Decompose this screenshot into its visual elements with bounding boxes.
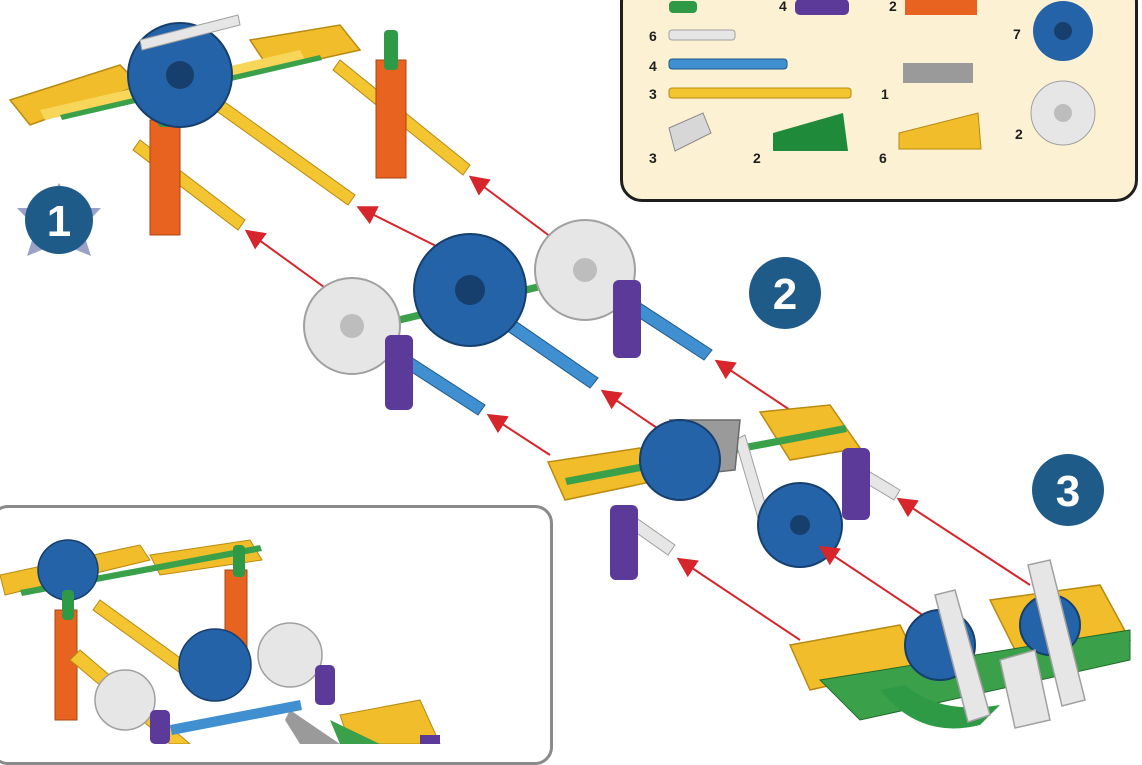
qty-blue-rod: 4 bbox=[649, 58, 657, 74]
step2-number: 2 bbox=[773, 270, 797, 319]
step3-badge: 3 bbox=[1032, 454, 1104, 526]
arrows-step3-to-2 bbox=[486, 359, 791, 456]
qty-white-gear: 2 bbox=[1015, 126, 1023, 142]
parts-list-panel: 12 4 2 7 6 4 1 3 3 2 6 2 bbox=[620, 0, 1138, 202]
white-gear-icon bbox=[1030, 80, 1096, 146]
qty-yellow-rod: 3 bbox=[649, 86, 657, 102]
qty-orange-rack: 2 bbox=[889, 0, 897, 14]
step3-assembly bbox=[546, 404, 901, 580]
instruction-illustration: 1 2 bbox=[0, 14, 1132, 744]
purple-clip-icon bbox=[795, 0, 849, 15]
green-half-gear-icon bbox=[773, 113, 848, 151]
qty-white-rod: 6 bbox=[649, 28, 657, 44]
step1-assembly bbox=[8, 14, 471, 236]
qty-gray-half-gear: 1 bbox=[881, 86, 889, 102]
orange-rack-icon bbox=[905, 0, 977, 15]
parts-list-icons bbox=[668, 0, 1096, 152]
base-assembly bbox=[788, 559, 1132, 729]
qty-blue-gear: 7 bbox=[1013, 26, 1021, 42]
qty-gray-connector: 3 bbox=[649, 150, 657, 166]
white-rod-icon bbox=[668, 29, 736, 41]
step2-badge: 2 bbox=[749, 257, 821, 329]
blue-rod-icon bbox=[668, 58, 788, 70]
step1-badge: 1 bbox=[17, 183, 101, 256]
inset-completed-model bbox=[0, 539, 441, 744]
arrows-step2-to-1 bbox=[244, 175, 556, 296]
yellow-rod-icon bbox=[668, 87, 852, 99]
inset-frame bbox=[0, 505, 553, 765]
step1-number: 1 bbox=[47, 197, 71, 246]
green-connector-icon bbox=[669, 1, 697, 13]
arrows-base-to-3 bbox=[676, 497, 1031, 641]
step3-number: 3 bbox=[1056, 467, 1080, 516]
gray-connector-icon bbox=[668, 112, 712, 152]
blue-gear-icon bbox=[1033, 1, 1093, 61]
yellow-rack-icon bbox=[898, 112, 982, 150]
step2-assembly bbox=[303, 219, 713, 416]
qty-green-connector: 12 bbox=[631, 0, 647, 1]
qty-purple-clip: 4 bbox=[779, 0, 787, 14]
gray-half-gear-icon bbox=[903, 63, 973, 83]
qty-green-half-gear: 2 bbox=[753, 150, 761, 166]
qty-yellow-rack: 6 bbox=[879, 150, 887, 166]
